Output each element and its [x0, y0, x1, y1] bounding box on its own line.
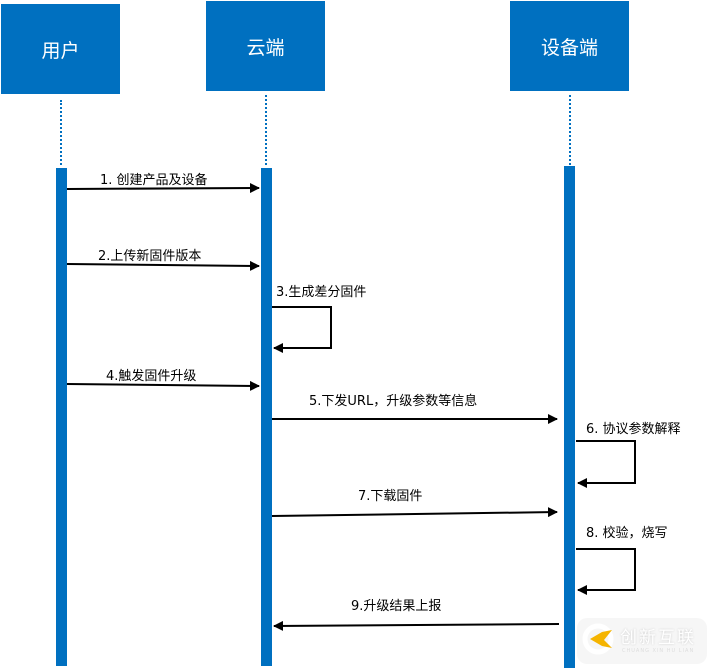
message-label-8: 8. 校验，烧写	[586, 526, 668, 541]
message-label-3: 3.生成差分固件	[276, 285, 367, 300]
activation-cloud	[261, 168, 272, 666]
watermark-logo-icon	[582, 623, 614, 655]
message-label-6: 6. 协议参数解释	[586, 422, 681, 437]
arrow-msg-2	[66, 260, 260, 271]
message-label-9: 9.升级结果上报	[351, 599, 442, 614]
arrow-msg-7	[271, 507, 558, 518]
lifeline-device	[569, 95, 571, 165]
message-label-7: 7.下载固件	[358, 489, 423, 504]
participant-device-label: 设备端	[540, 36, 598, 59]
message-label-1: 1. 创建产品及设备	[100, 173, 208, 188]
message-label-2: 2.上传新固件版本	[98, 249, 202, 264]
arrow-msg-8	[576, 548, 636, 595]
lifeline-user	[60, 100, 62, 165]
activation-device	[564, 166, 575, 668]
arrow-msg-6	[576, 440, 636, 488]
watermark-subtitle: CHUANG XIN HU LIAN	[622, 648, 695, 654]
arrow-msg-3	[272, 306, 332, 353]
participant-cloud: 云端	[206, 1, 325, 91]
watermark-title: 创新互联	[620, 628, 696, 648]
arrow-msg-4	[66, 380, 260, 391]
message-label-5: 5.下发URL，升级参数等信息	[309, 394, 478, 409]
arrow-msg-9	[273, 620, 560, 631]
participant-user-label: 用户	[41, 39, 80, 62]
lifeline-cloud	[265, 95, 267, 165]
participant-user: 用户	[1, 4, 120, 94]
participant-cloud-label: 云端	[246, 36, 285, 59]
participant-device: 设备端	[510, 1, 629, 91]
arrow-msg-1	[66, 183, 260, 194]
message-label-4: 4.触发固件升级	[106, 369, 197, 384]
activation-user	[56, 168, 67, 666]
